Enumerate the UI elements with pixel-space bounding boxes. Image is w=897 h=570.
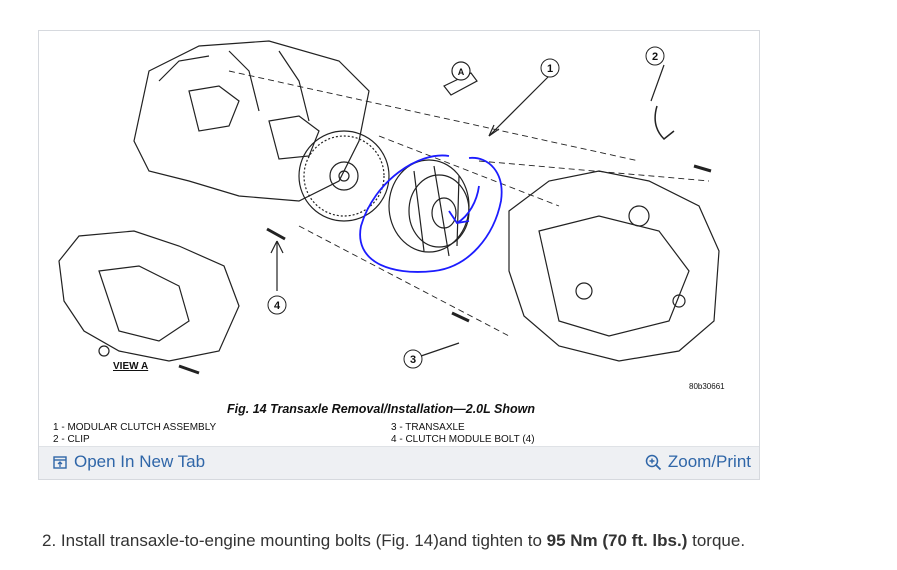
- instruction-prefix: 2. Install transaxle-to-engine mounting …: [42, 531, 547, 550]
- figure-ref-code: 80b30661: [689, 382, 725, 391]
- view-a-label: VIEW A: [113, 361, 149, 372]
- legend-item: 1 - MODULAR CLUTCH ASSEMBLY: [53, 422, 217, 433]
- zoom-print-label: Zoom/Print: [667, 452, 751, 471]
- legend-item: 3 - TRANSAXLE: [391, 422, 465, 433]
- zoom-print-link[interactable]: Zoom/Print: [645, 452, 751, 472]
- open-new-tab-label: Open In New Tab: [74, 452, 206, 471]
- transaxle-diagram: 1 2 3 4 A: [58, 40, 720, 375]
- callout-3: 3: [410, 354, 416, 366]
- zoom-in-icon: [645, 454, 661, 470]
- legend-right: 3 - TRANSAXLE 4 - CLUTCH MODULE BOLT (4): [391, 422, 535, 446]
- callout-4: 4: [274, 300, 281, 312]
- legend-item: 2 - CLIP: [53, 434, 90, 445]
- instruction-suffix: torque.: [687, 531, 746, 550]
- figure-caption: Fig. 14 Transaxle Removal/Installation—2…: [227, 402, 535, 416]
- figure-card: 1 2 3 4 A VIEW A 80b30661 Fig. 14 Transa…: [38, 30, 760, 480]
- open-new-tab-link[interactable]: Open In New Tab: [53, 452, 205, 472]
- legend-left: 1 - MODULAR CLUTCH ASSEMBLY 2 - CLIP: [53, 422, 216, 446]
- open-new-tab-icon: [53, 455, 67, 469]
- instruction-text: 2. Install transaxle-to-engine mounting …: [42, 531, 745, 551]
- callout-a: A: [458, 67, 465, 77]
- figure-footer: Open In New Tab Zoom/Print: [39, 446, 759, 479]
- torque-value: 95 Nm (70 ft. lbs.): [546, 531, 688, 550]
- callout-2: 2: [652, 51, 658, 63]
- callout-1: 1: [547, 63, 553, 75]
- legend-item: 4 - CLUTCH MODULE BOLT (4): [391, 434, 535, 445]
